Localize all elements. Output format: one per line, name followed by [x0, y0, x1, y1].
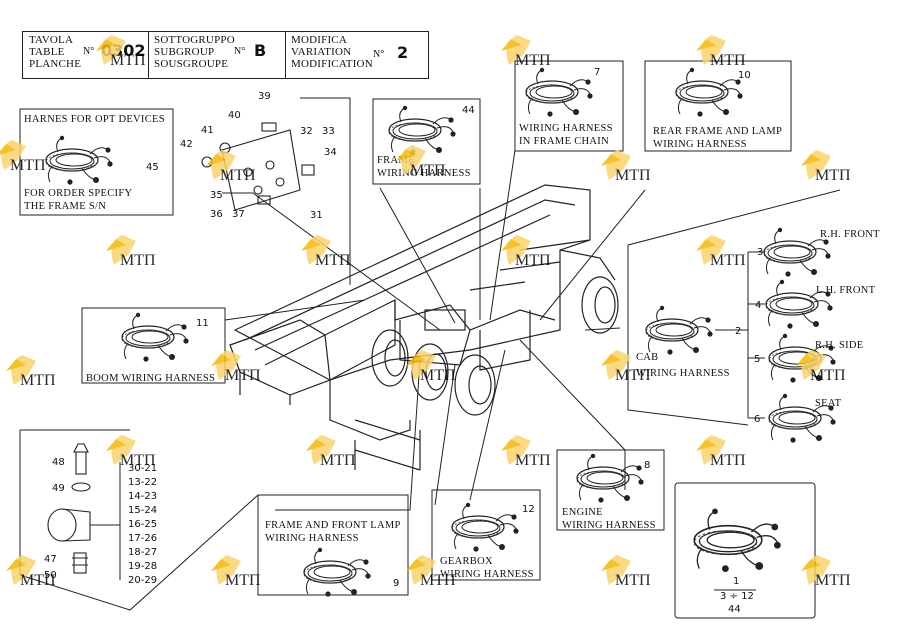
opt-devices-label-2: FOR ORDER SPECIFY: [24, 188, 132, 199]
gearbox-label-1: GEARBOX: [440, 556, 493, 567]
callout-9: 9: [393, 578, 399, 589]
variation-label-fr: MODIFICATION: [291, 58, 373, 70]
subgroup-label-fr: SOUSGROUPE: [154, 58, 229, 70]
callout-31: 31: [310, 210, 323, 221]
cab-label-2: WIRING HARNESS: [636, 368, 730, 379]
subgroup-number: B: [254, 41, 267, 60]
callout-37: 37: [232, 209, 245, 220]
pair-item: 15-24: [128, 505, 157, 516]
callout-48: 48: [52, 457, 65, 468]
subgroup-label-it: SOTTOGRUPPO: [154, 34, 235, 46]
callout-36: 36: [210, 209, 223, 220]
opt-devices-label-1: HARNES FOR OPT DEVICES: [24, 114, 165, 125]
callout-3-12: 3 ÷ 12: [720, 591, 754, 602]
callout-32: 32: [300, 126, 313, 137]
frame-chain-label-1: WIRING HARNESS: [519, 123, 613, 134]
leader-lines: [19, 97, 841, 611]
pair-item: 18-27: [128, 547, 157, 558]
callout-7: 7: [594, 67, 600, 78]
callout-33: 33: [322, 126, 335, 137]
table-label-it: TAVOLA: [29, 34, 74, 46]
rh-front-label: R.H. FRONT: [820, 229, 880, 240]
callout-8: 8: [644, 460, 650, 471]
subgroup-label-en: SUBGROUP: [154, 46, 215, 58]
callout-35: 35: [210, 190, 223, 201]
callout-45: 45: [146, 162, 159, 173]
callout-34: 34: [324, 147, 337, 158]
table-no-prefix: N°: [83, 46, 95, 57]
cab-label-1: CAB: [636, 352, 659, 363]
variation-label-en: VARIATION: [291, 46, 352, 58]
callout-44: 44: [462, 105, 475, 116]
pair-item: 14-23: [128, 491, 157, 502]
pair-item: 20-29: [128, 575, 157, 586]
pair-item: 16-25: [128, 519, 157, 530]
callout-5: 5: [754, 354, 760, 365]
labels: HARNES FOR OPT DEVICES FOR ORDER SPECIFY…: [24, 114, 880, 580]
callout-47: 47: [44, 554, 57, 565]
callout-2: 2: [735, 326, 741, 337]
frame-wiring-label-1: FRAME: [377, 155, 415, 166]
frame-front-label-2: WIRING HARNESS: [265, 533, 359, 544]
variation-cell: MODIFICA VARIATION MODIFICATION N° 2: [285, 32, 428, 78]
opt-devices-label-3: THE FRAME S/N: [24, 201, 106, 212]
gearbox-label-2: WIRING HARNESS: [440, 569, 534, 580]
variation-number: 2: [397, 43, 409, 62]
pair-item: 19-28: [128, 561, 157, 572]
callout-6: 6: [754, 414, 760, 425]
callout-10: 10: [738, 70, 751, 81]
pair-item: 13-22: [128, 477, 157, 488]
table-label-en: TABLE: [29, 46, 65, 58]
subgroup-no-prefix: N°: [234, 46, 246, 57]
callout-12: 12: [522, 504, 535, 515]
variation-label-it: MODIFICA: [291, 34, 347, 46]
callout-41: 41: [201, 125, 214, 136]
rear-frame-label-2: WIRING HARNESS: [653, 139, 747, 150]
rear-frame-label-1: REAR FRAME AND LAMP: [653, 126, 782, 137]
boom-label: BOOM WIRING HARNESS: [86, 373, 215, 384]
callout-44-bottom: 44: [728, 604, 741, 615]
frame-chain-label-2: IN FRAME CHAIN: [519, 136, 609, 147]
callout-3: 3: [757, 247, 763, 258]
seat-label: SEAT: [815, 398, 842, 409]
variation-no-prefix: N°: [373, 49, 385, 60]
pair-item: 17-26: [128, 533, 157, 544]
callout-11: 11: [196, 318, 209, 329]
callout-49: 49: [52, 483, 65, 494]
engine-label-1: ENGINE: [562, 507, 603, 518]
callout-42: 42: [180, 139, 193, 150]
fuse-holder-detail: [47, 443, 118, 574]
pair-list: 30-21 13-22 14-23 15-24 16-25 17-26 18-2…: [128, 463, 157, 586]
subgroup-cell: SOTTOGRUPPO SUBGROUP SOUSGROUPE N° B: [148, 32, 286, 78]
title-block: TAVOLA TABLE PLANCHE N° 0302 SOTTOGRUPPO…: [22, 31, 429, 79]
rh-side-label: R.H. SIDE: [815, 340, 864, 351]
callout-4: 4: [755, 300, 761, 311]
callout-1: 1: [733, 576, 739, 587]
frame-front-label-1: FRAME AND FRONT LAMP: [265, 520, 401, 531]
lh-front-label: L.H. FRONT: [816, 285, 876, 296]
table-label-fr: PLANCHE: [29, 58, 82, 70]
callout-40: 40: [228, 110, 241, 121]
engine-label-2: WIRING HARNESS: [562, 520, 656, 531]
truck-drawing: [229, 184, 619, 471]
callout-39: 39: [258, 91, 271, 102]
